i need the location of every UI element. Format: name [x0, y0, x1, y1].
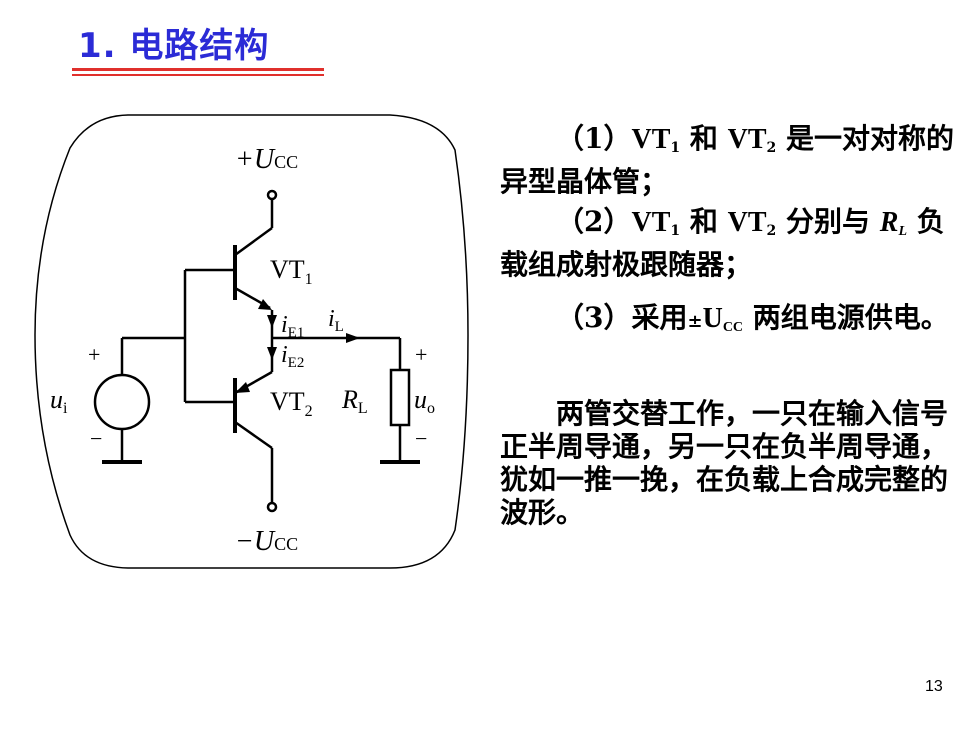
- vt2-label: VT2: [270, 387, 313, 420]
- point-1: （1）VT1 和 VT2 是一对对称的异型晶体管；: [500, 122, 955, 198]
- push-pull-explanation: 两管交替工作，一只在输入信号正半周导通，另一只在负半周导通，犹如一推一挽，在负载…: [500, 397, 949, 529]
- point-3: （3）采用±UCC 两组电源供电。: [556, 301, 949, 335]
- positive-supply-terminal: [266, 189, 278, 201]
- push-pull-circuit-diagram: +UCC −UCC VT1 VT2 iE1 iE2 iL + − ui RL +…: [34, 114, 469, 569]
- ie1-arrow: [267, 315, 277, 328]
- supply-negative-label: −UCC: [235, 526, 298, 557]
- vt1-label: VT1: [270, 255, 313, 288]
- point-2: （2）VT1 和 VT2 分别与 RL 负载组成射极跟随器；: [500, 205, 945, 281]
- slide-title: 1. 电路结构: [78, 26, 270, 66]
- input-minus: −: [90, 426, 102, 451]
- title-underline-secondary: [72, 74, 324, 76]
- load-label: RL: [341, 385, 368, 417]
- supply-positive-label: +UCC: [235, 144, 298, 175]
- title-underline: [72, 68, 324, 71]
- output-minus: −: [415, 426, 427, 451]
- input-plus: +: [88, 342, 100, 367]
- il-label: iL: [328, 306, 344, 335]
- output-label: uo: [414, 385, 435, 417]
- load-resistor: [389, 368, 411, 427]
- output-plus: +: [415, 342, 427, 367]
- ie2-label: iE2: [281, 342, 304, 371]
- negative-supply-terminal: [266, 501, 278, 513]
- page-number: 13: [925, 678, 943, 695]
- ie1-label: iE1: [281, 312, 304, 341]
- ie2-arrow: [267, 347, 277, 360]
- il-arrow: [346, 333, 360, 343]
- vt1-emitter-arrow: [258, 299, 272, 310]
- vt2-emitter-arrow: [235, 382, 250, 393]
- circuit-frame: [34, 114, 469, 569]
- input-voltage-source: [93, 373, 151, 431]
- input-label: ui: [50, 385, 68, 417]
